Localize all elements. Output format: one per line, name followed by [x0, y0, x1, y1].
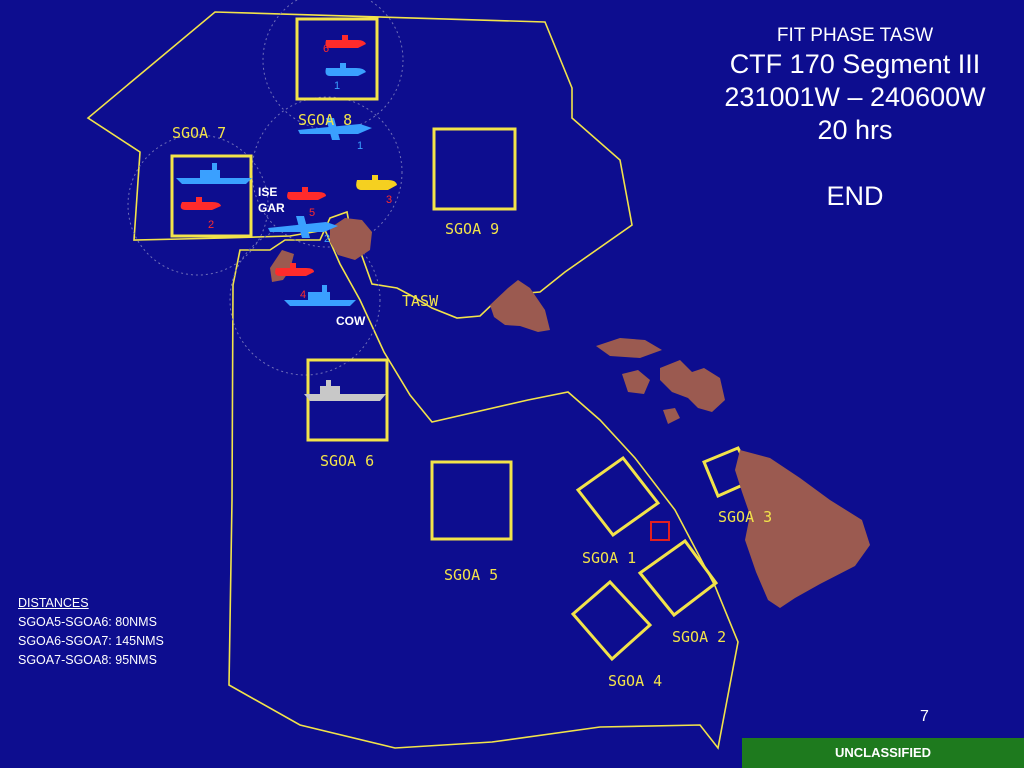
sgoa2-label: SGOA 2 — [672, 628, 726, 646]
unit-number-blue-sub-1: 1 — [334, 80, 340, 92]
sgoa1-box — [575, 455, 661, 538]
sgoa9-label: SGOA 9 — [445, 220, 499, 238]
sgoa3-label: SGOA 3 — [718, 508, 772, 526]
range-ring-south — [229, 224, 381, 376]
sgoa8-box — [295, 17, 379, 101]
unit-number-blue-aircraft-1: 1 — [357, 140, 363, 152]
blue-submarine-1 — [325, 63, 366, 76]
island-kahoolawe — [663, 408, 680, 424]
sgoa5-label: SGOA 5 — [444, 566, 498, 584]
range-ring-sgoa7 — [127, 134, 269, 276]
gray-ship-sgoa6 — [304, 380, 386, 401]
blue-destroyer-sgoa7 — [176, 163, 252, 184]
tasw-label: TASW — [402, 292, 439, 310]
unit-number-red-6: 6 — [323, 43, 329, 55]
island-oahu — [490, 280, 550, 332]
unit-number-yellow-3: 3 — [386, 194, 392, 206]
classification-banner: UNCLASSIFIED — [742, 738, 1024, 768]
title-block: FIT PHASE TASW CTF 170 Segment III 23100… — [690, 24, 1020, 213]
island-maui — [660, 360, 725, 412]
unit-number-red-4: 4 — [300, 289, 306, 301]
unit-number-red-2: 2 — [208, 219, 214, 231]
gar-label: GAR — [258, 201, 285, 215]
status-text: END — [826, 181, 884, 211]
sgoa7-box — [170, 154, 253, 238]
page-number: 7 — [920, 708, 929, 725]
sgoa2-box — [637, 538, 719, 618]
sgoa7-label: SGOA 7 — [172, 124, 226, 142]
island-lanai — [622, 370, 650, 394]
distance-line: SGOA5-SGOA6: 80NMS — [18, 615, 157, 629]
distance-line: SGOA7-SGOA8: 95NMS — [18, 653, 157, 667]
sgoa6-label: SGOA 6 — [320, 452, 374, 470]
sgoa9-box — [432, 127, 517, 211]
distances-panel: DISTANCES SGOA5-SGOA6: 80NMS SGOA6-SGOA7… — [18, 594, 164, 670]
sgoa4-box — [570, 579, 653, 662]
distances-heading: DISTANCES — [18, 596, 89, 610]
red-submarine-5 — [287, 187, 326, 200]
sgoa5-box — [430, 460, 513, 541]
phase-title: FIT PHASE TASW — [776, 25, 934, 46]
sgoa6-box — [306, 358, 389, 442]
marker-box — [650, 521, 670, 541]
island-hawaii — [735, 450, 870, 608]
blue-aircraft-1 — [298, 118, 372, 140]
blue-aircraft-2 — [268, 216, 338, 238]
cow-label: COW — [336, 314, 366, 328]
red-submarine-2 — [180, 197, 221, 210]
island-molokai — [596, 338, 662, 358]
ise-label: ISE — [258, 185, 277, 199]
yellow-submarine-3 — [356, 175, 397, 190]
duration: 20 hrs — [817, 115, 893, 145]
sgoa4-label: SGOA 4 — [608, 672, 662, 690]
range-ring-sgoa8 — [262, 0, 404, 131]
red-submarine-6 — [325, 35, 366, 48]
distance-line: SGOA6-SGOA7: 145NMS — [18, 634, 164, 648]
sgoa8-label: SGOA 8 — [298, 111, 352, 129]
red-submarine-4 — [275, 263, 314, 276]
blue-destroyer-cow — [284, 285, 356, 306]
time-window: 231001W – 240600W — [724, 82, 986, 112]
unit-number-blue-aircraft-2: 2 — [324, 233, 330, 245]
sgoa1-label: SGOA 1 — [582, 549, 636, 567]
unit-number-red-5: 5 — [309, 207, 315, 219]
segment-title: CTF 170 Segment III — [729, 49, 981, 79]
island-kauai — [330, 218, 372, 260]
